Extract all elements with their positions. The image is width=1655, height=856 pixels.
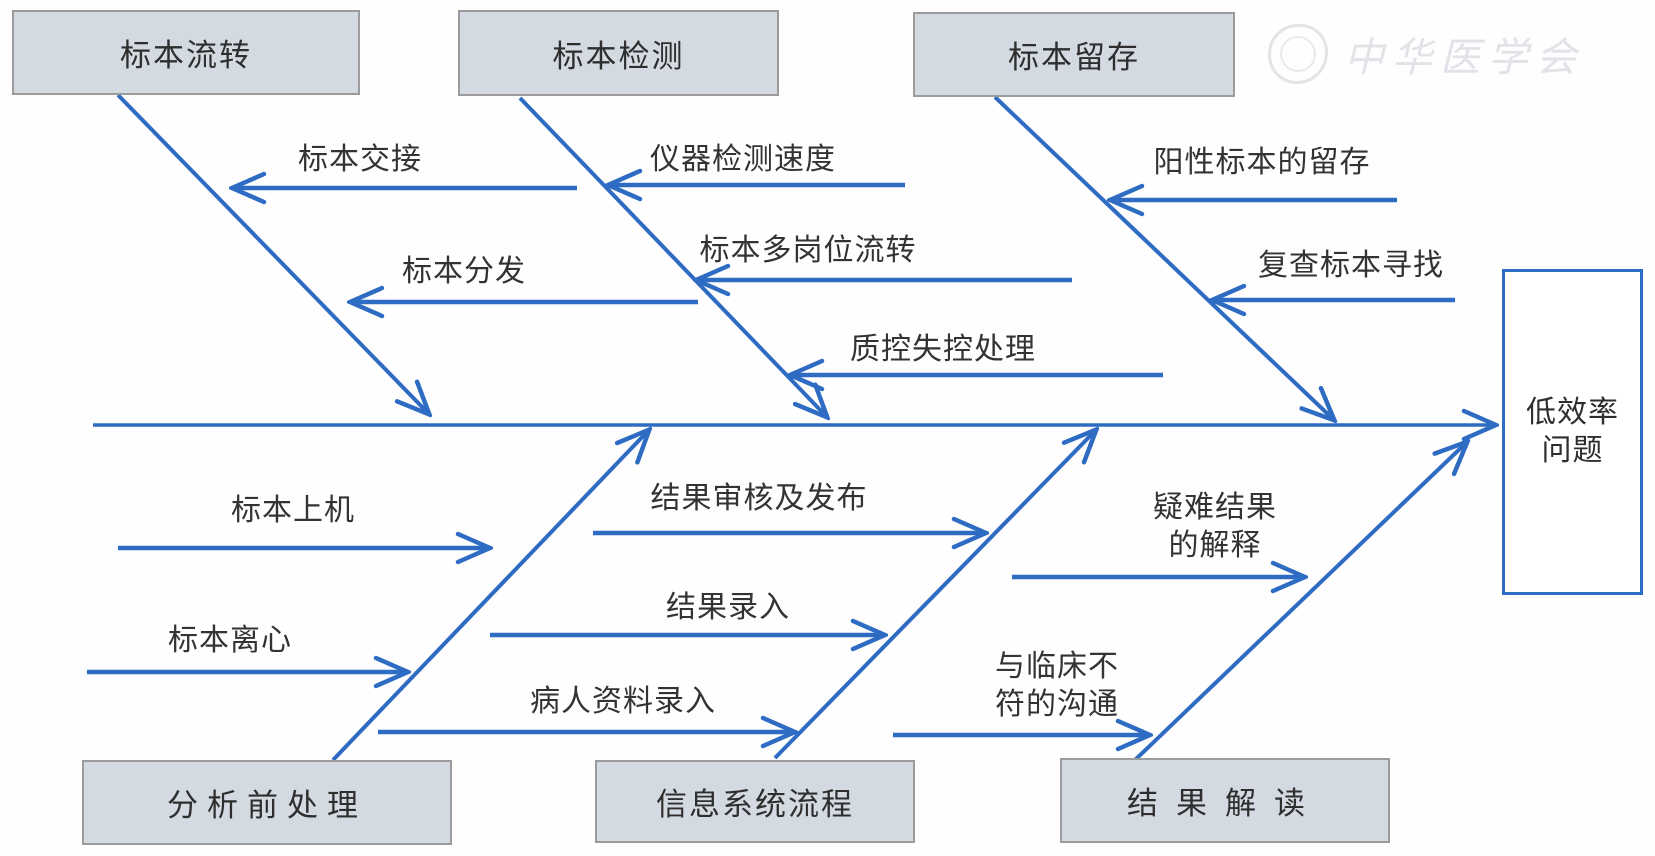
cause-label-positive-specimen-retention: 阳性标本的留存 — [1153, 146, 1371, 179]
branch-specimen-transfer — [116, 93, 428, 413]
category-box-result-interpretation: 结果解读 — [1060, 758, 1390, 843]
category-box-specimen-retention: 标本留存 — [913, 12, 1235, 97]
cause-label-difficult-result-explanation-line2: 的解释 — [1168, 529, 1262, 562]
category-label-result-interpretation: 结果解读 — [1127, 786, 1323, 821]
branch-specimen-testing — [518, 96, 826, 416]
effect-label-line1: 低效率 — [1526, 396, 1619, 429]
cause-label-qc-out-of-control: 质控失控处理 — [850, 333, 1036, 366]
cause-label-result-entry: 结果录入 — [666, 591, 790, 624]
category-box-information-system: 信息系统流程 — [595, 760, 915, 843]
category-box-specimen-transfer: 标本流转 — [12, 10, 360, 95]
category-label-specimen-retention: 标本留存 — [1008, 40, 1140, 75]
category-label-specimen-transfer: 标本流转 — [120, 38, 252, 73]
cause-label-difficult-result-explanation-line1: 疑难结果 — [1153, 491, 1277, 524]
cause-label-specimen-distribution: 标本分发 — [402, 255, 526, 288]
category-label-pre-analysis: 分析前处理 — [167, 788, 367, 823]
cause-label-clinical-mismatch-communication-line2: 符的沟通 — [995, 688, 1119, 721]
cause-label-multi-station-transfer: 标本多岗位流转 — [699, 234, 917, 267]
branch-result-interpretation — [1133, 443, 1466, 762]
effect-box-low-efficiency-problem: 低效率 问题 — [1502, 269, 1643, 595]
category-label-information-system: 信息系统流程 — [656, 787, 854, 822]
cause-label-clinical-mismatch-communication-line1: 与临床不 — [995, 650, 1119, 683]
branch-specimen-retention — [993, 95, 1333, 419]
branch-information-system — [773, 431, 1095, 760]
cause-label-specimen-handover: 标本交接 — [298, 143, 422, 176]
cause-label-patient-data-entry: 病人资料录入 — [530, 685, 716, 718]
cause-label-difficult-result-explanation: 疑难结果 的解释 — [1153, 489, 1277, 565]
effect-label-line2: 问题 — [1541, 434, 1604, 467]
cause-label-result-review-release: 结果审核及发布 — [650, 482, 868, 515]
cause-label-clinical-mismatch-communication: 与临床不 符的沟通 — [995, 648, 1119, 724]
cause-label-recheck-specimen-search: 复查标本寻找 — [1258, 249, 1444, 282]
category-box-specimen-testing: 标本检测 — [458, 10, 779, 96]
category-label-specimen-testing: 标本检测 — [552, 38, 685, 74]
cause-label-specimen-loading: 标本上机 — [231, 494, 355, 527]
category-box-pre-analysis: 分析前处理 — [82, 760, 452, 845]
cause-label-instrument-speed: 仪器检测速度 — [650, 143, 836, 176]
cause-label-specimen-centrifugation: 标本离心 — [168, 624, 292, 657]
branch-pre-analysis — [331, 431, 648, 762]
